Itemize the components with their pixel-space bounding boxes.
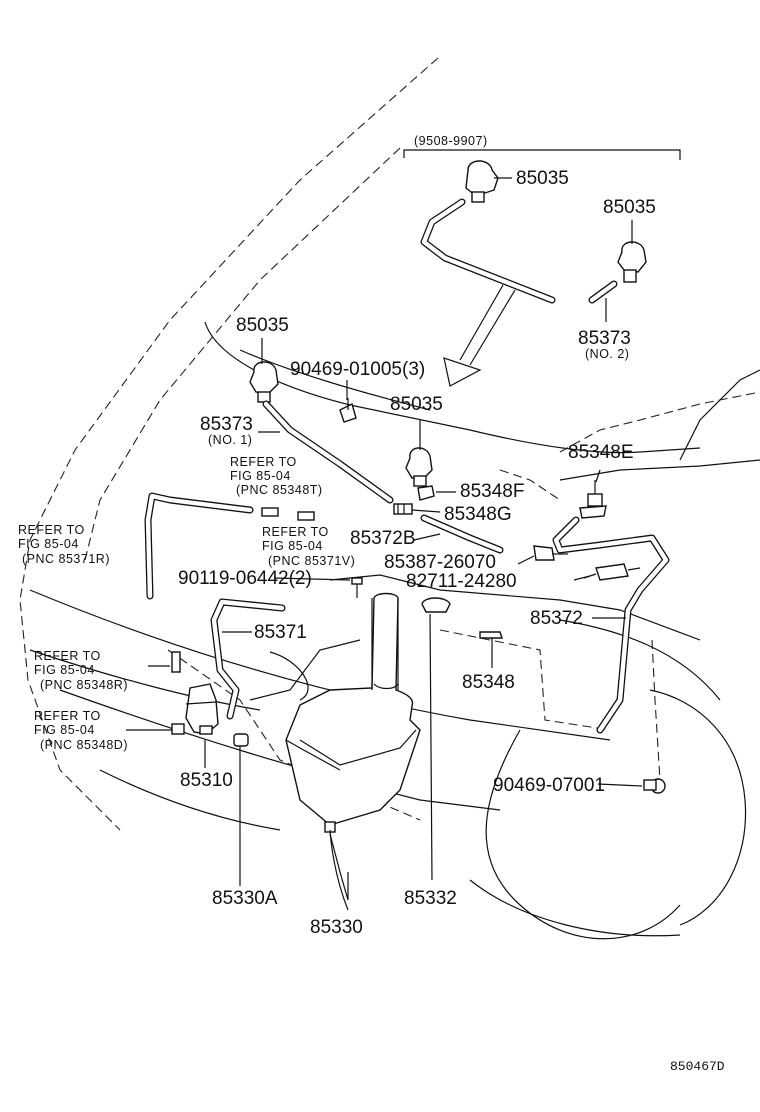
refer-1-line1: REFER TO	[230, 455, 297, 469]
refer-3-line2[interactable]: FIG 85-04	[18, 537, 79, 551]
refer-2-line2[interactable]: FIG 85-04	[262, 539, 323, 553]
part-labels: (9508-9907) 85035 85035 85373 (NO. 2) 85…	[18, 134, 725, 1074]
top-nozzle-hose	[420, 198, 556, 304]
leader-lines	[126, 177, 643, 911]
part-label-82711-24280[interactable]: 82711-24280	[406, 571, 517, 592]
part-note-no2: (NO. 2)	[585, 347, 629, 361]
check-valve-icon	[533, 545, 568, 561]
refer-4-line1: REFER TO	[34, 649, 101, 663]
part-label-85372B[interactable]: 85372B	[350, 528, 416, 549]
refer-5-line3: (PNC 85348D)	[40, 738, 128, 752]
hose-85372-icon	[552, 516, 670, 734]
joint-f-icon	[417, 485, 435, 501]
nozzle-icon	[405, 447, 433, 487]
washer-tank-icon	[285, 592, 421, 833]
part-label-90119-06442[interactable]: 90119-06442(2)	[178, 568, 312, 589]
hose-no2-icon	[588, 280, 618, 304]
joint-g-icon	[393, 503, 413, 515]
refer-2-line3: (PNC 85371V)	[268, 554, 355, 568]
grommet-clip-icon	[643, 778, 666, 794]
screw-icon	[351, 577, 363, 598]
part-label-85373-no1[interactable]: 85373	[200, 414, 253, 435]
part-label-85035-top2[interactable]: 85035	[603, 197, 656, 218]
refer-3-line3: (PNC 85371R)	[22, 552, 110, 566]
part-label-85372[interactable]: 85372	[530, 608, 583, 629]
refer-5-line2[interactable]: FIG 85-04	[34, 723, 95, 737]
clamp-icon	[583, 563, 641, 581]
joint-85348r-icon	[171, 651, 181, 673]
part-label-90469-01005[interactable]: 90469-01005(3)	[290, 359, 425, 380]
grommet-icon	[233, 733, 249, 747]
nozzle-icon	[249, 361, 279, 403]
refer-1-line3: (PNC 85348T)	[236, 483, 323, 497]
refer-5-line1: REFER TO	[34, 709, 101, 723]
joint-e-icon	[579, 480, 607, 519]
vehicle-body-outline	[19, 57, 760, 940]
nozzle-icon	[465, 160, 499, 203]
date-bracket	[403, 149, 681, 160]
joint-85348t-icon	[261, 507, 315, 521]
joint-85348-icon	[479, 631, 503, 668]
hose-85371-icon	[210, 598, 286, 720]
joint-85348d-icon	[171, 723, 185, 735]
washer-pump-icon	[185, 683, 219, 735]
part-label-85373-no2[interactable]: 85373	[578, 328, 631, 349]
clip-icon	[339, 398, 357, 423]
part-label-85387-26070[interactable]: 85387-26070	[384, 552, 496, 573]
part-label-85371[interactable]: 85371	[254, 622, 307, 643]
refer-2-line1: REFER TO	[262, 525, 329, 539]
refer-4-line2[interactable]: FIG 85-04	[34, 663, 95, 677]
refer-3-line1: REFER TO	[18, 523, 85, 537]
part-label-85348[interactable]: 85348	[462, 672, 515, 693]
hose-85372b-icon	[420, 514, 504, 554]
date-range-label: (9508-9907)	[414, 134, 488, 148]
tank-cap-icon	[421, 597, 451, 613]
hose-85371r-icon	[144, 492, 254, 600]
refer-1-line2[interactable]: FIG 85-04	[230, 469, 291, 483]
part-label-85310[interactable]: 85310	[180, 770, 233, 791]
nozzle-icon	[617, 241, 647, 283]
part-label-85330[interactable]: 85330	[310, 917, 363, 938]
part-label-90469-07001[interactable]: 90469-07001	[493, 775, 605, 796]
part-label-85035-mid[interactable]: 85035	[390, 394, 443, 415]
part-label-85330A[interactable]: 85330A	[212, 888, 278, 909]
hose-no1-icon	[262, 400, 394, 504]
direction-arrow	[443, 284, 516, 387]
part-label-85348G[interactable]: 85348G	[444, 504, 512, 525]
part-label-85348F[interactable]: 85348F	[460, 481, 524, 502]
part-label-85348E[interactable]: 85348E	[568, 442, 634, 463]
refer-4-line3: (PNC 85348R)	[40, 678, 128, 692]
part-label-85332[interactable]: 85332	[404, 888, 457, 909]
part-label-85035-left[interactable]: 85035	[236, 315, 289, 336]
part-note-no1: (NO. 1)	[208, 433, 252, 447]
part-label-85035-top1[interactable]: 85035	[516, 168, 569, 189]
diagram-code: 850467D	[670, 1059, 725, 1074]
